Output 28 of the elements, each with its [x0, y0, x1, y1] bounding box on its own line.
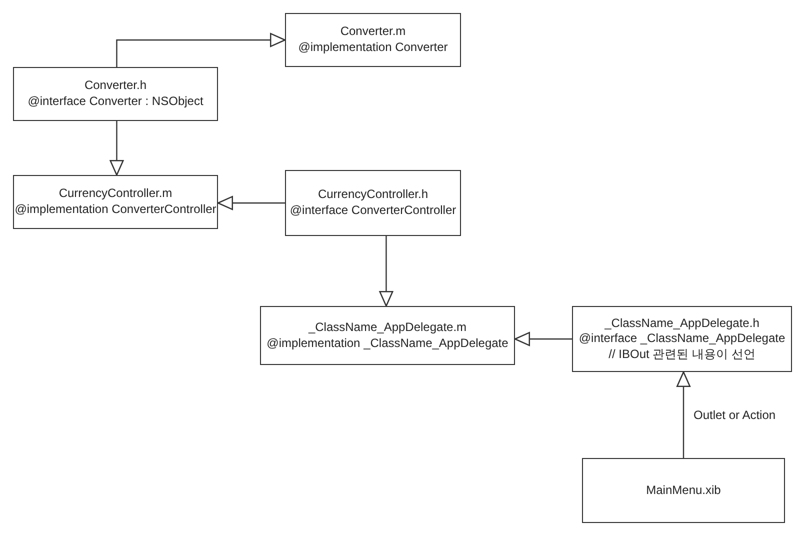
- code-line: @implementation ConverterController: [14, 202, 216, 218]
- file-name: CurrencyController.m: [58, 186, 172, 202]
- file-box: [260, 306, 515, 365]
- file-box: [582, 458, 785, 523]
- file-box: [13, 175, 218, 229]
- code-line: // IBOut 관련된 내용이 선언: [608, 346, 756, 362]
- code-line: @implementation Converter: [298, 40, 448, 56]
- file-box: [285, 170, 461, 236]
- file-name: _ClassName_AppDelegate.m: [308, 320, 467, 336]
- file-name: MainMenu.xib: [646, 482, 721, 498]
- inheritance-arrow: [514, 332, 572, 346]
- file-box: [285, 13, 461, 67]
- code-line: @interface Converter : NSObject: [28, 94, 204, 110]
- code-line: @implementation _ClassName_AppDelegate: [266, 336, 508, 352]
- file-name: _ClassName_AppDelegate.h: [604, 316, 760, 332]
- file-name: Converter.m: [340, 24, 406, 40]
- inheritance-arrow: [116, 32, 286, 67]
- edge-label: Outlet or Action: [694, 408, 776, 422]
- file-name: Converter.h: [84, 78, 147, 94]
- inheritance-arrow: [217, 196, 285, 210]
- inheritance-arrow: [110, 121, 124, 176]
- inheritance-arrow: [676, 371, 691, 458]
- code-line: @interface ConverterController: [290, 203, 456, 219]
- inheritance-arrow: [379, 236, 394, 307]
- file-name: CurrencyController.h: [318, 187, 428, 203]
- code-line: @interface _ClassName_AppDelegate: [578, 331, 786, 347]
- file-box: [13, 67, 218, 121]
- file-box: [572, 306, 792, 372]
